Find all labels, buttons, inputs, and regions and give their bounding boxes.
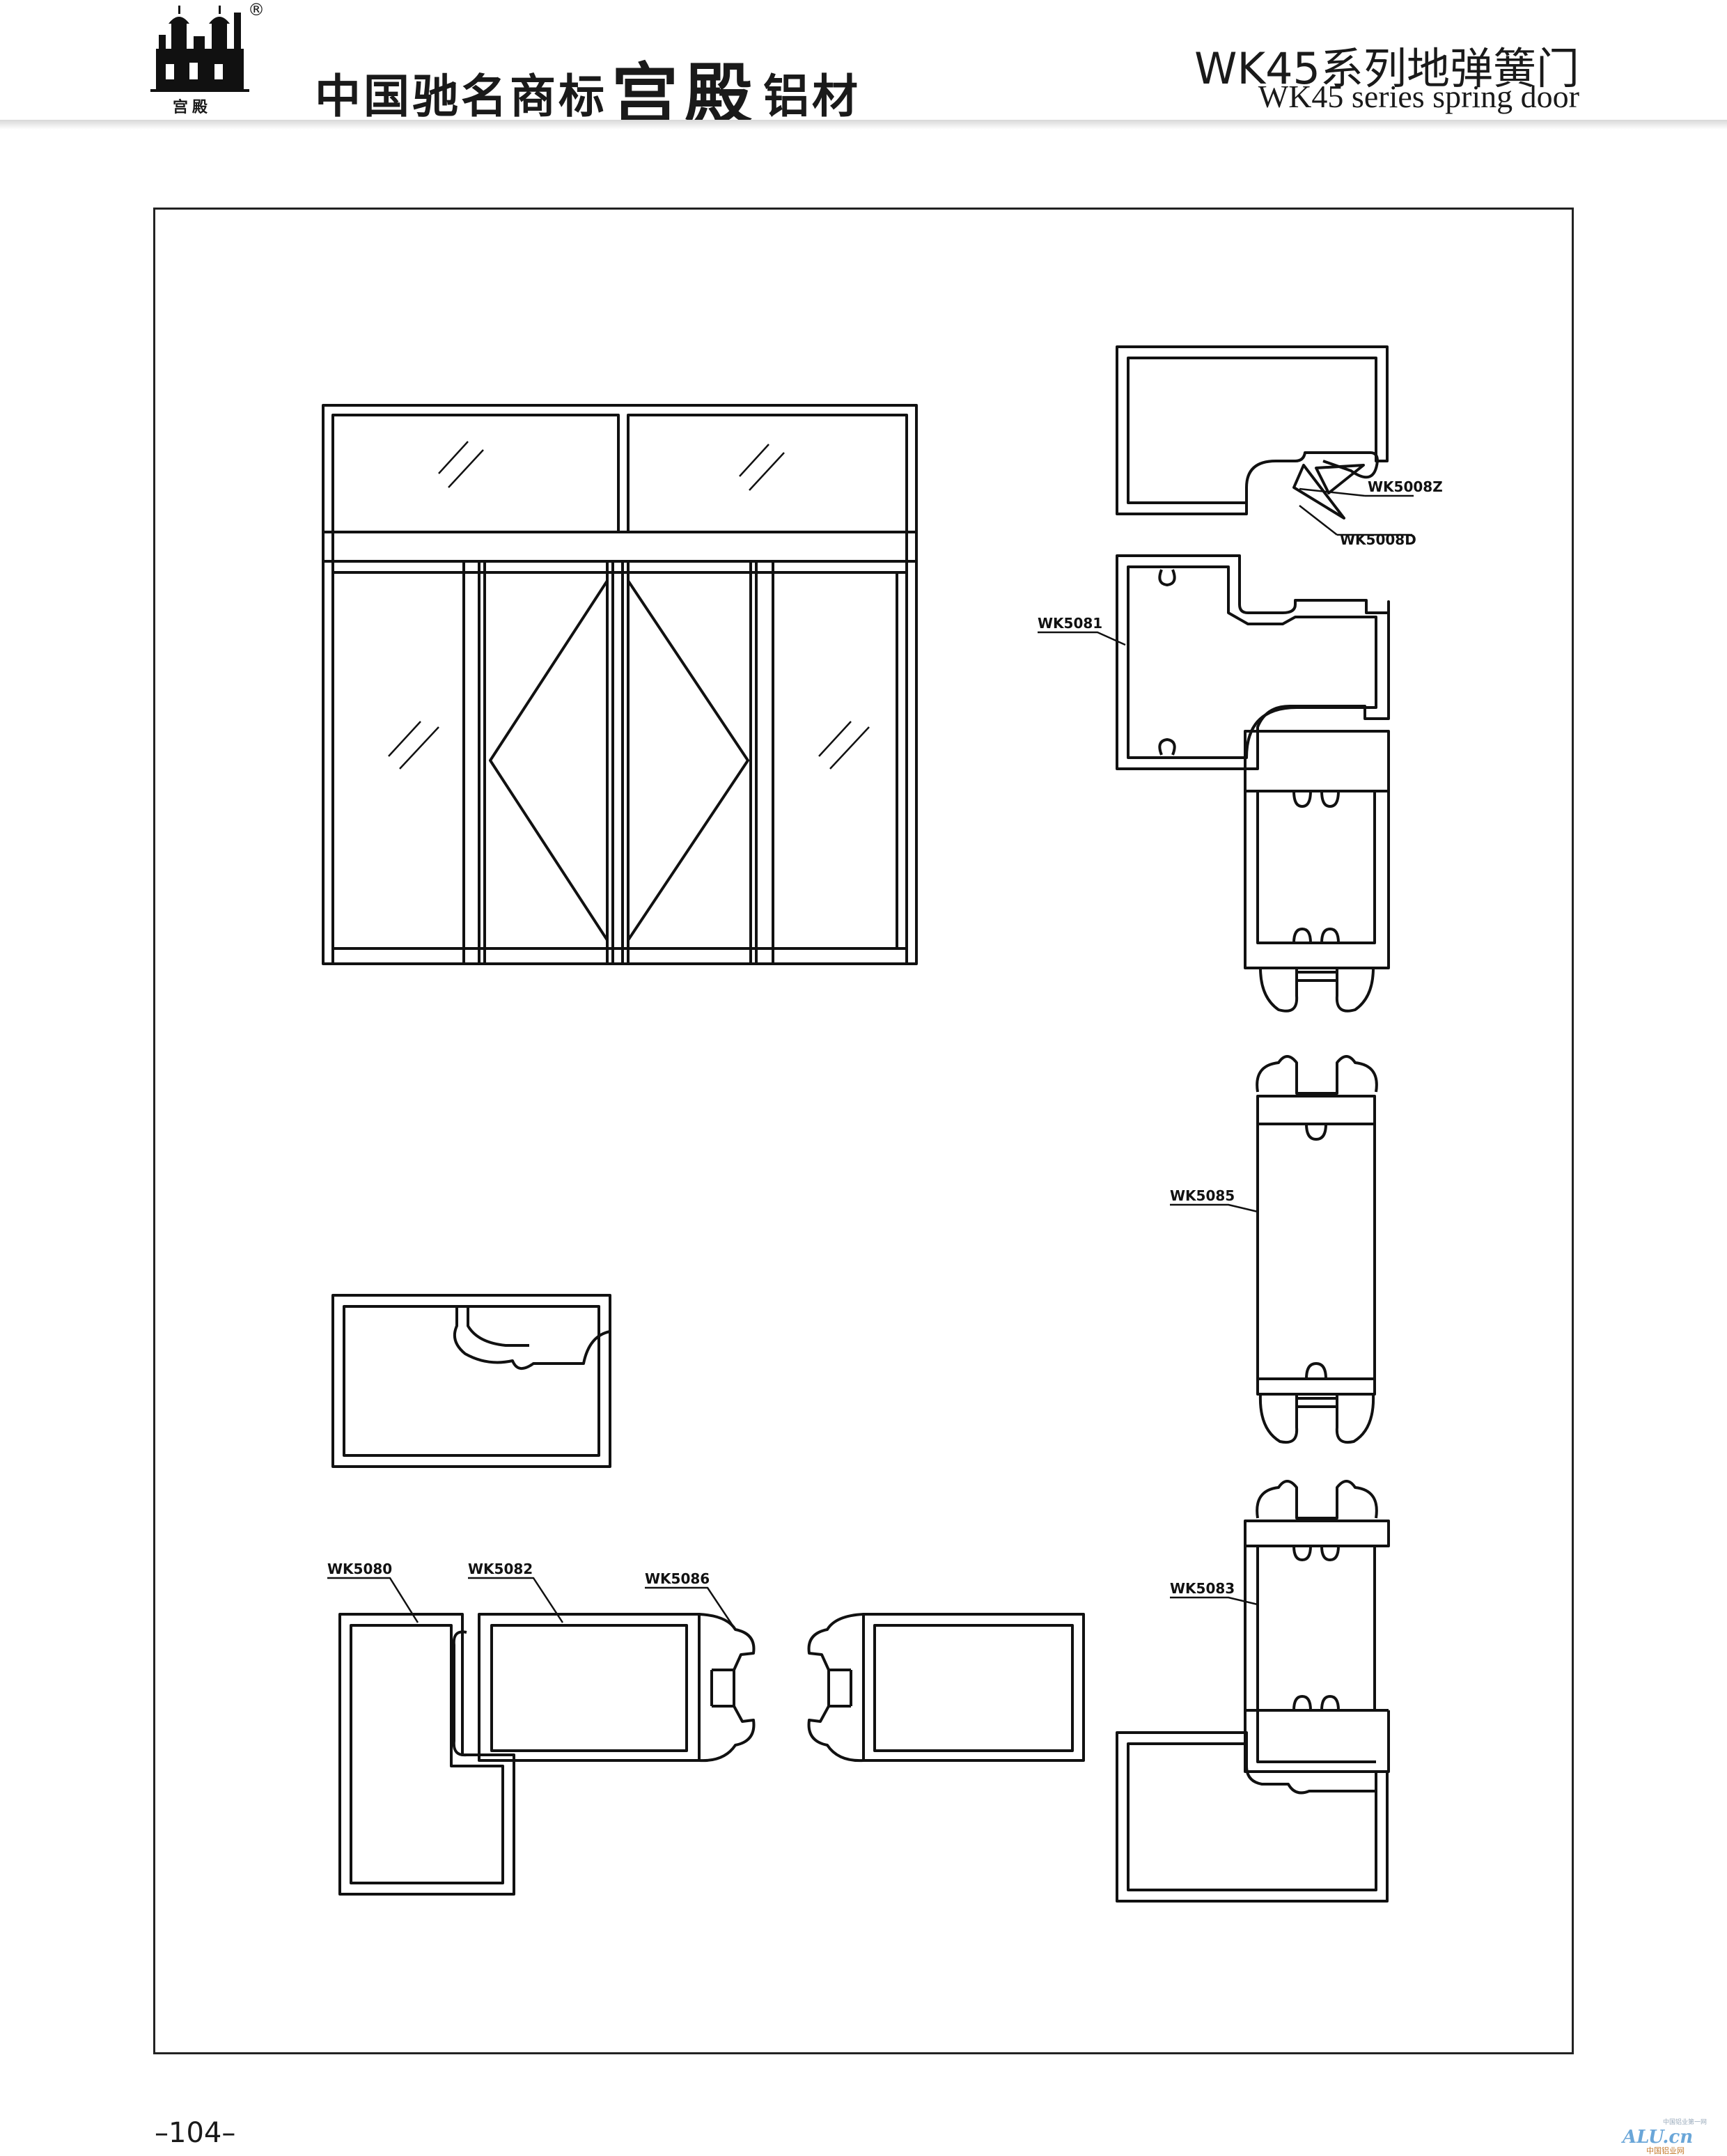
page-header: ® 宫殿 中国驰名商标宫殿铝材 WK45系列地弹簧门 WK45 series s… xyxy=(0,0,1727,134)
header-divider xyxy=(0,120,1727,130)
profile-wk5083 xyxy=(1244,1480,1390,1773)
profile-wk5085 xyxy=(1256,1055,1378,1444)
page-title-cn: WK45系列地弹簧门 xyxy=(1194,43,1579,94)
leader-lines xyxy=(327,487,1414,1630)
watermark-sub-text: 中国铝业网 xyxy=(1646,2146,1685,2155)
watermark-logo-text: ALU.cn xyxy=(1623,2127,1694,2148)
part-labels: WK5008Z WK5008D WK5081 WK5085 WK5083 WK5… xyxy=(327,478,1443,1597)
profile-right-leaf xyxy=(807,1613,1085,1763)
label-wk5080: WK5080 xyxy=(327,1561,392,1577)
door-elevation xyxy=(322,404,918,965)
label-wk5081: WK5081 xyxy=(1038,615,1102,632)
registered-mark: ® xyxy=(248,0,265,19)
logo-caption: 宫殿 xyxy=(173,99,212,116)
page-number: –104– xyxy=(155,2117,236,2149)
tagline-suffix: 铝材 xyxy=(763,69,861,123)
label-wk5083: WK5083 xyxy=(1170,1580,1235,1597)
profile-wk5081-transom xyxy=(1116,554,1390,770)
alu-watermark: 中国铝业第一网 ALU.cn 中国铝业网 xyxy=(1623,2117,1720,2155)
profile-left-jamb xyxy=(331,1294,611,1468)
label-wk5008z: WK5008Z xyxy=(1368,478,1443,495)
label-wk5008d: WK5008D xyxy=(1340,531,1416,548)
tagline-prefix: 中国驰名商标 xyxy=(315,69,607,123)
profile-wk5083-sill xyxy=(1116,1731,1389,1903)
watermark-small-text: 中国铝业第一网 xyxy=(1663,2118,1708,2125)
page-title-en: WK45 series spring door xyxy=(1258,79,1579,114)
label-wk5085: WK5085 xyxy=(1170,1187,1235,1204)
glass-marks xyxy=(388,441,870,770)
profile-wk5080-wk5082 xyxy=(338,1613,756,1896)
drawing-frame xyxy=(153,208,1574,2054)
label-wk5082: WK5082 xyxy=(468,1561,533,1577)
profile-wk5081-mullion xyxy=(1244,730,1390,1013)
palace-logo xyxy=(150,6,249,92)
profile-wk5008-head xyxy=(1116,345,1389,520)
label-wk5086: WK5086 xyxy=(645,1570,710,1587)
